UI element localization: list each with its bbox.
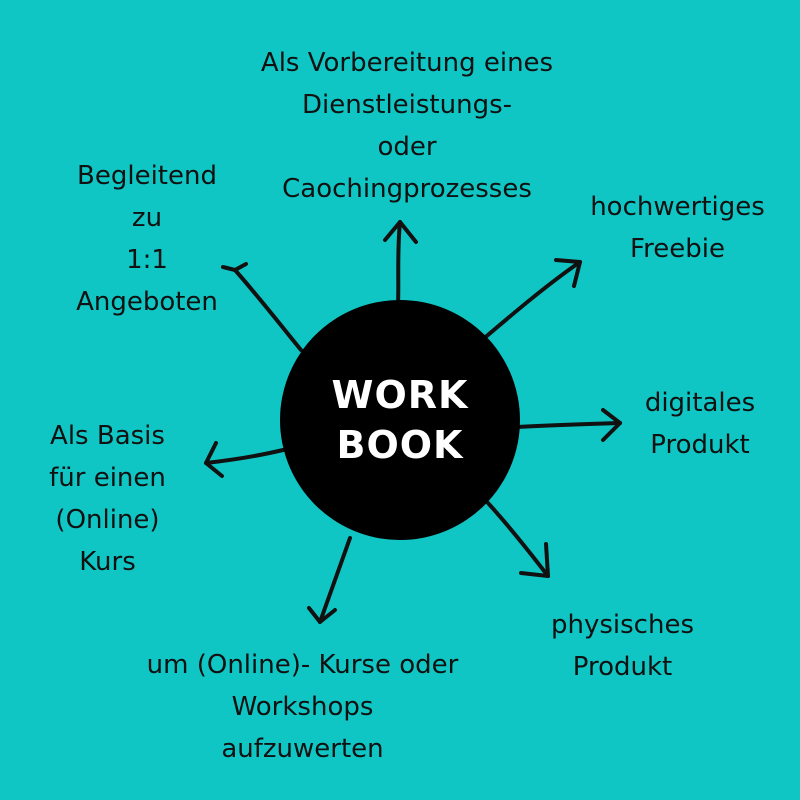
branch-label-line: hochwertiges bbox=[590, 192, 765, 222]
branch-label-line: Produkt bbox=[650, 430, 750, 460]
arrow-shaft bbox=[204, 448, 285, 465]
branch-label-bottom: um (Online)- Kurse oder Workshops aufzuw… bbox=[120, 644, 485, 770]
branch-label-top-left: Begleitend zu 1:1 Angeboten bbox=[52, 155, 242, 323]
arrow-head bbox=[307, 606, 337, 624]
branch-label-line: Als Vorbereitung eines bbox=[260, 48, 554, 78]
branch-label-line: Caochingprozesses bbox=[282, 174, 532, 204]
branch-label-line: Workshops bbox=[231, 692, 374, 722]
arrow-top-left bbox=[221, 262, 303, 352]
arrow-bottom-right bbox=[486, 501, 550, 578]
branch-label-line: Kurs bbox=[79, 547, 136, 577]
arrow-head bbox=[519, 542, 550, 578]
arrow-head bbox=[554, 258, 582, 288]
branch-label-line: digitales bbox=[644, 388, 756, 418]
branch-label-line: für einen bbox=[49, 463, 166, 493]
branch-label-top: Als Vorbereitung eines Dienstleistungs- … bbox=[227, 42, 587, 210]
arrow-shaft bbox=[396, 220, 402, 308]
hub-title-line-1: WORK bbox=[331, 373, 469, 417]
branch-label-line: Freebie bbox=[630, 234, 725, 264]
branch-label-line: Als Basis bbox=[50, 421, 165, 451]
branch-label-line: Produkt bbox=[572, 652, 673, 682]
arrow-bottom bbox=[307, 536, 352, 624]
branch-label-line: Begleitend bbox=[77, 161, 217, 191]
arrow-head bbox=[383, 220, 418, 244]
arrow-head bbox=[221, 262, 248, 272]
arrow-shaft bbox=[515, 421, 622, 429]
arrow-shaft bbox=[233, 268, 303, 352]
branch-label-line: physisches bbox=[551, 610, 694, 640]
branch-label-line: 1:1 bbox=[126, 245, 168, 275]
branch-label-line: Angeboten bbox=[76, 287, 218, 317]
branch-label-bottom-right: physisches Produkt bbox=[525, 604, 720, 688]
branch-label-line: zu bbox=[131, 203, 163, 233]
arrow-top-right bbox=[480, 258, 582, 342]
arrow-shaft bbox=[486, 501, 550, 578]
branch-label-line: (Online) bbox=[55, 505, 160, 535]
workbook-hub: WORK BOOK bbox=[280, 300, 520, 540]
branch-label-line: um (Online)- Kurse oder bbox=[146, 650, 459, 680]
branch-label-line: aufzuwerten bbox=[221, 734, 384, 764]
arrow-head bbox=[601, 408, 622, 442]
arrow-shaft bbox=[318, 536, 352, 624]
branch-label-right: digitales Produkt bbox=[620, 382, 780, 466]
arrow-right bbox=[515, 408, 622, 442]
hub-title-line-2: BOOK bbox=[336, 423, 464, 467]
branch-label-line: oder bbox=[377, 132, 437, 162]
arrow-left bbox=[204, 441, 285, 478]
branch-label-top-right: hochwertiges Freebie bbox=[565, 186, 790, 270]
branch-label-left: Als Basis für einen (Online) Kurs bbox=[20, 415, 195, 583]
arrow-shaft bbox=[480, 260, 582, 342]
arrow-head bbox=[204, 441, 224, 478]
branch-label-line: Dienstleistungs- bbox=[301, 90, 513, 120]
arrow-top bbox=[383, 220, 418, 308]
